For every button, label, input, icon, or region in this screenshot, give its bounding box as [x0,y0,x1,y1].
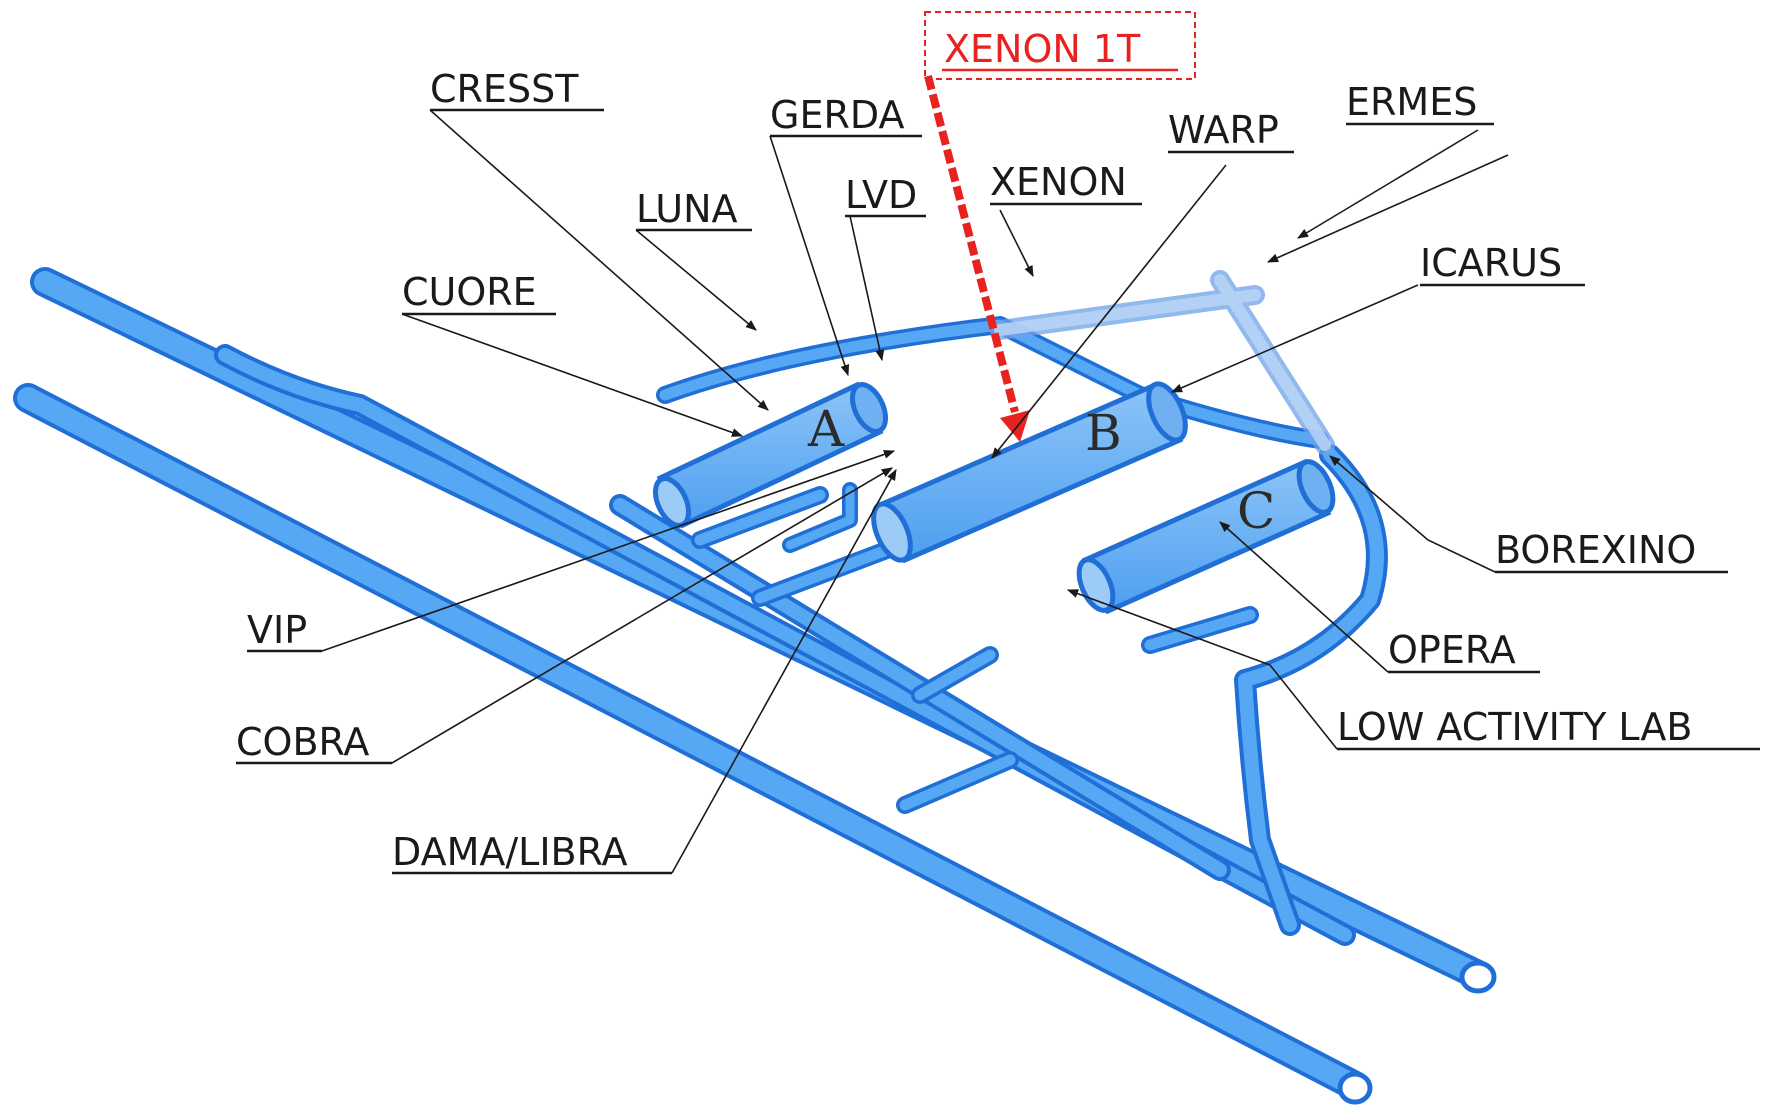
svg-text:GERDA: GERDA [770,93,904,137]
hall-b-label: B [1085,404,1122,462]
svg-text:ERMES: ERMES [1346,80,1477,124]
svg-text:XENON: XENON [990,160,1127,204]
hall-c-label: C [1237,482,1275,540]
svg-text:OPERA: OPERA [1388,628,1516,672]
label-cresst: CRESST [430,67,768,410]
label-borexino: BOREXINO [1330,456,1728,572]
svg-text:WARP: WARP [1168,108,1279,152]
svg-text:LVD: LVD [845,173,917,217]
xenon-1t-label: XENON 1T [944,27,1141,71]
svg-text:LOW ACTIVITY LAB: LOW ACTIVITY LAB [1337,705,1692,749]
svg-text:ICARUS: ICARUS [1420,241,1562,285]
label-ermes: ERMES [1268,80,1508,262]
label-cuore: CUORE [402,270,742,436]
svg-text:CRESST: CRESST [430,67,579,111]
svg-text:BOREXINO: BOREXINO [1495,528,1696,572]
svg-text:DAMA/LIBRA: DAMA/LIBRA [392,830,627,874]
xenon-1t-arrow-shaft [928,76,1015,412]
svg-text:COBRA: COBRA [236,720,369,764]
svg-text:LUNA: LUNA [636,187,738,231]
svg-text:CUORE: CUORE [402,270,537,314]
hall-a-label: A [807,400,845,458]
svg-text:VIP: VIP [247,608,307,652]
xenon-1t-callout: XENON 1T [925,12,1195,442]
label-xenon: XENON [990,160,1142,276]
hall-c: C [1072,457,1340,616]
